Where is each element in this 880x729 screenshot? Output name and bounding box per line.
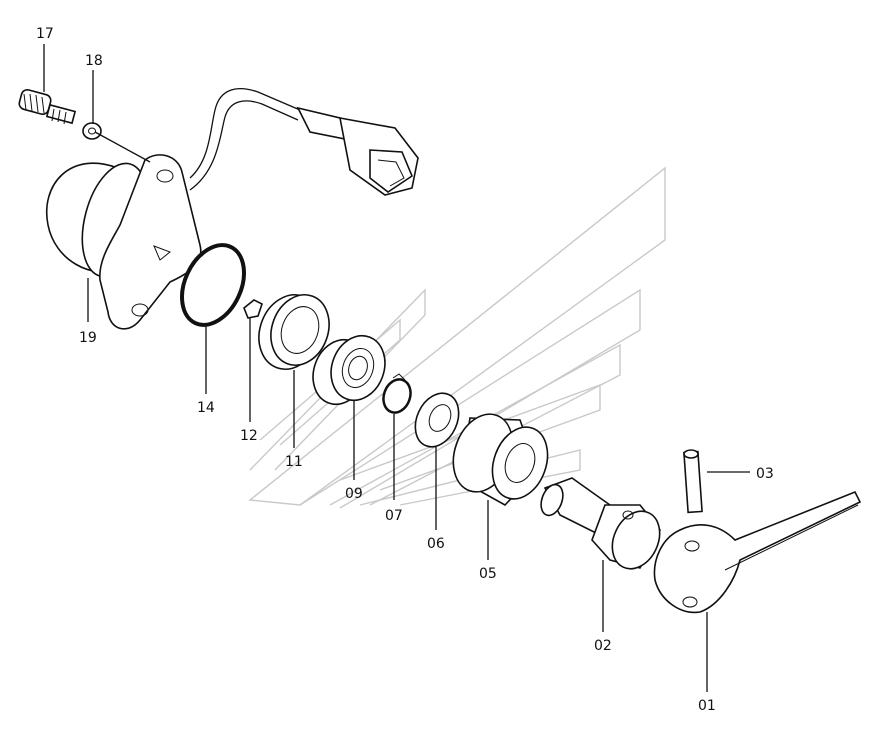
callout-03: 03	[756, 466, 774, 482]
callout-06: 06	[427, 536, 445, 552]
bearing-09	[312, 334, 386, 406]
callout-labels: 17 18 19 14 12 11 09 07 06 05 02 03 01	[36, 26, 774, 714]
bolt-17	[18, 89, 77, 125]
callout-11: 11	[285, 454, 303, 470]
washer-18	[82, 122, 102, 140]
pin-03	[683, 449, 703, 514]
clip-12	[243, 299, 263, 319]
callout-09: 09	[345, 486, 363, 502]
seal-11	[258, 294, 330, 370]
callout-05: 05	[479, 566, 497, 582]
callout-07: 07	[385, 508, 403, 524]
callout-17: 17	[36, 26, 54, 42]
shaft-02	[540, 477, 661, 570]
callout-18: 18	[85, 53, 103, 69]
callout-02: 02	[594, 638, 612, 654]
callout-19: 19	[79, 330, 97, 346]
snap-ring-07	[382, 373, 412, 414]
callout-14: 14	[197, 400, 215, 416]
bushing-05	[452, 413, 549, 507]
o-ring-14	[180, 243, 246, 327]
sensor-19	[45, 88, 419, 330]
washer-06	[414, 392, 460, 448]
leader-lines	[43, 44, 750, 692]
callout-12: 12	[240, 428, 258, 444]
lever-01	[653, 490, 862, 614]
callout-01: 01	[698, 698, 716, 714]
